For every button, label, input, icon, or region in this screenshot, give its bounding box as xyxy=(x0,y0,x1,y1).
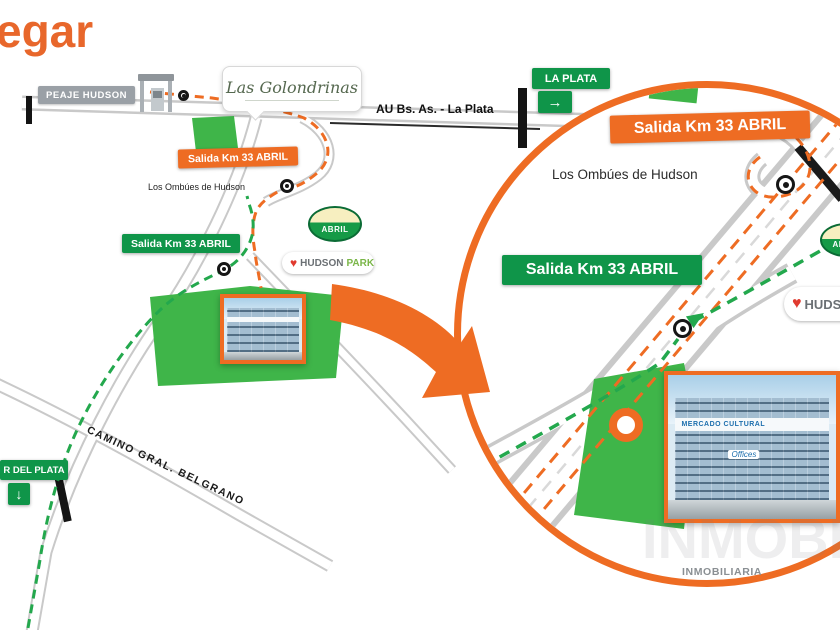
toll-post xyxy=(140,81,144,112)
route-marker-exit-green xyxy=(217,262,231,276)
inset-circle: Salida Km 33 ABRIL Los Ombúes de Hudson … xyxy=(454,81,840,587)
route-marker-core xyxy=(782,181,789,188)
inset-route-orange-a xyxy=(520,157,840,536)
zoom-arrow xyxy=(330,284,490,398)
inset-building-photo: MERCADO CULTURAL Offices xyxy=(664,371,840,523)
inset-green-parcel-top xyxy=(648,88,700,104)
photo-sign-band xyxy=(227,316,299,323)
photo-sign-band: MERCADO CULTURAL xyxy=(674,418,830,432)
overpass-bar xyxy=(518,88,527,148)
inset-route-orange-b xyxy=(500,117,840,520)
page-title: egar xyxy=(0,5,94,57)
toll-sign: PEAJE HUDSON xyxy=(38,86,135,104)
la-plata-sign: LA PLATA xyxy=(532,68,610,89)
toll-booth xyxy=(151,88,164,111)
hudson-park-text-2: PARK xyxy=(346,257,375,269)
photo-building xyxy=(674,398,830,501)
heart-icon: ♥ xyxy=(792,295,802,312)
inset-overpass-bar xyxy=(794,144,840,202)
toll-roof xyxy=(138,74,174,81)
toll-post xyxy=(168,81,172,112)
watermark-text: INMOBILIARIA xyxy=(682,566,763,578)
inset-route-green-a xyxy=(461,337,680,481)
golondrinas-rule xyxy=(245,99,339,101)
hudson-park-text-1: HUDSON xyxy=(300,257,344,269)
abril-logo: ABRIL xyxy=(308,206,362,242)
building-photo-image xyxy=(224,298,302,360)
toll-window xyxy=(153,91,162,98)
photo-ground xyxy=(668,500,836,519)
inset-route-green-arrowhead xyxy=(685,313,704,329)
mar-del-plata-arrow-sign: ↓ xyxy=(8,483,30,505)
building-offices-sign: Offices xyxy=(728,449,760,459)
exit-sign-green: Salida Km 33 ABRIL xyxy=(122,234,240,253)
toll-booth-icon xyxy=(138,74,174,114)
inset-location-ring xyxy=(609,408,643,442)
highway-label: AU Bs. As. - La Plata xyxy=(376,102,494,116)
mar-del-plata-sign: R DEL PLATA xyxy=(0,460,68,480)
route-marker-core xyxy=(679,325,686,332)
route-marker-exit-orange xyxy=(280,179,294,193)
building-photo-small xyxy=(220,294,306,364)
inset-route-green-b xyxy=(693,237,840,323)
photo-ground xyxy=(224,351,302,360)
inset-route-marker-orange xyxy=(776,175,795,194)
arrow-down-icon: ↓ xyxy=(15,486,23,502)
golondrinas-bubble: Las Golondrinas xyxy=(222,66,362,121)
inset-content: Salida Km 33 ABRIL Los Ombúes de Hudson … xyxy=(461,88,840,580)
route-marker-core xyxy=(285,184,289,188)
la-plata-arrow-sign: → xyxy=(538,91,572,113)
route-marker-core xyxy=(222,267,226,271)
photo-building xyxy=(227,307,299,352)
hudson-park-text-1: HUDSON xyxy=(804,296,840,312)
golondrinas-logo-text: Las Golondrinas xyxy=(226,77,358,97)
abril-logo-text: ABRIL xyxy=(321,225,349,234)
heart-icon: ♥ xyxy=(290,256,298,270)
inset-route-marker-green xyxy=(673,319,692,338)
arrow-right-icon: → xyxy=(547,93,563,111)
abril-logo-text: ABRIL xyxy=(832,240,840,249)
building-photo-image: MERCADO CULTURAL Offices xyxy=(668,375,836,519)
ombues-label: Los Ombúes de Hudson xyxy=(148,182,246,192)
watermark-logo: INMOBILIARIA xyxy=(642,507,840,570)
inset-hudson-park-logo: ♥ HUDSON xyxy=(784,287,840,321)
inset-ombues-label: Los Ombúes de Hudson xyxy=(552,167,698,182)
building-sign-text: MERCADO CULTURAL xyxy=(681,421,766,429)
route-marker-core xyxy=(181,93,186,98)
inset-exit-sign-green: Salida Km 33 ABRIL xyxy=(502,255,702,285)
green-parcel-small xyxy=(192,116,238,152)
overpass-bar xyxy=(26,96,32,124)
route-marker-toll xyxy=(178,90,189,101)
